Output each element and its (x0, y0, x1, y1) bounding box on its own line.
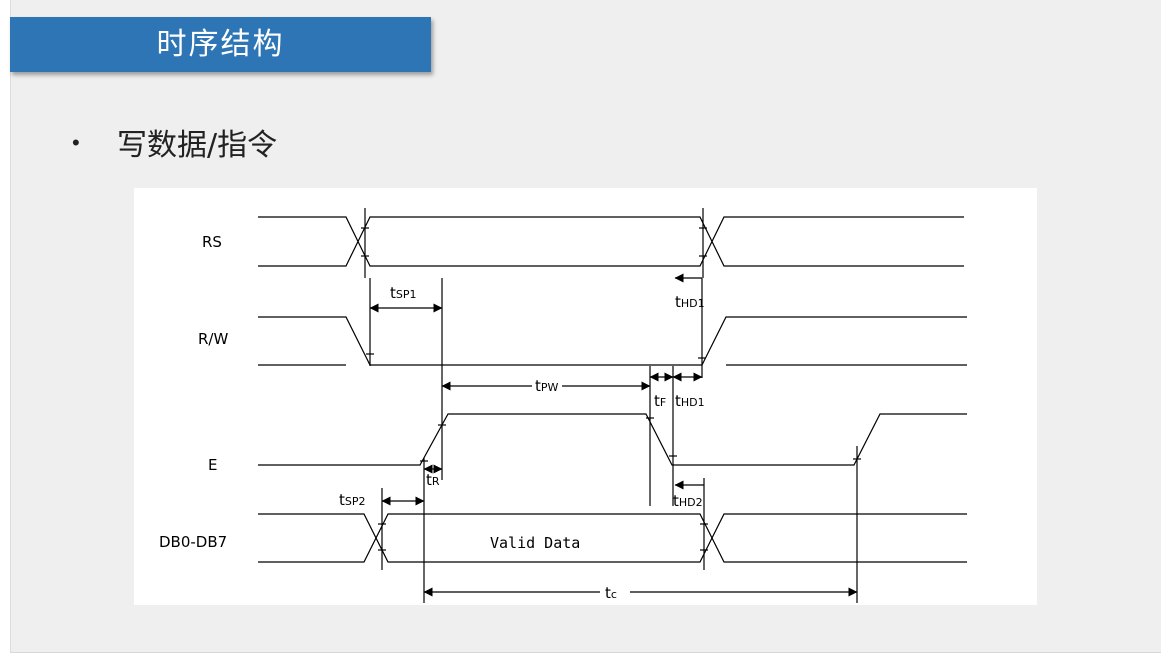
param-thd1-top: tHD1 (675, 293, 705, 311)
param-tf: tF (654, 392, 666, 410)
title-bar: 时序结构 (10, 17, 431, 72)
e-waveform (258, 278, 967, 603)
param-tc: tc (605, 584, 617, 602)
db-waveform (258, 478, 967, 570)
signal-label-rs: RS (202, 233, 222, 251)
rw-waveform (258, 278, 967, 378)
param-tr: tR (426, 471, 440, 489)
signal-label-rw: R/W (198, 330, 228, 348)
param-thd1-mid: tHD1 (675, 392, 705, 410)
signal-label-e: E (208, 456, 217, 474)
param-thd2: tHD2 (673, 492, 703, 510)
rs-waveform (258, 208, 964, 278)
signal-label-db: DB0-DB7 (159, 533, 227, 551)
timing-diagram: RS R/W E DB0-DB7 tSP1 tHD1 tPW tF tHD1 t… (134, 188, 1037, 605)
dimension-arrows (369, 273, 858, 597)
bullet-dot-icon: • (72, 130, 80, 155)
param-tsp2: tSP2 (339, 491, 366, 509)
bullet-text: 写数据/指令 (117, 128, 278, 163)
param-tsp1: tSP1 (390, 284, 417, 302)
slide-title: 时序结构 (156, 27, 285, 62)
param-tpw: tPW (535, 377, 559, 395)
timing-diagram-svg: RS R/W E DB0-DB7 tSP1 tHD1 tPW tF tHD1 t… (159, 208, 967, 603)
valid-data-label: Valid Data (490, 534, 580, 552)
